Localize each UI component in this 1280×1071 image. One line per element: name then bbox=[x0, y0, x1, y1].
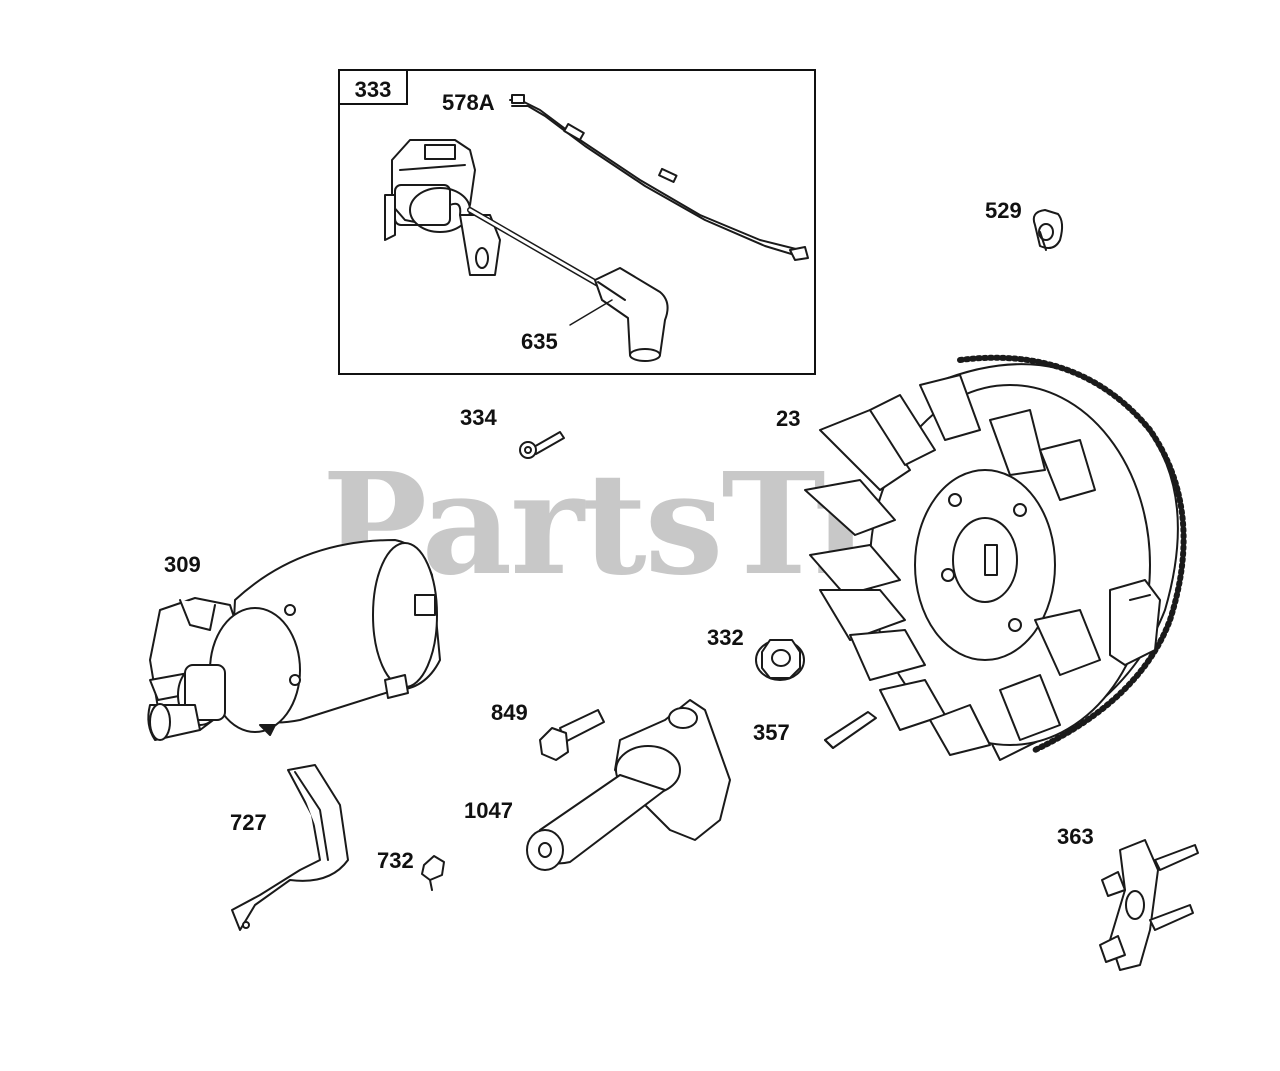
bolt-icon[interactable] bbox=[539, 709, 605, 761]
callout-635[interactable]: 635 bbox=[521, 329, 558, 354]
mounting-bracket-bolts-icon[interactable] bbox=[1099, 839, 1199, 971]
callout-578A[interactable]: 578A bbox=[442, 90, 495, 115]
callout-332[interactable]: 332 bbox=[707, 625, 744, 650]
ignition-armature-icon[interactable] bbox=[384, 139, 501, 276]
callout-727[interactable]: 727 bbox=[230, 810, 267, 835]
callout-849[interactable]: 849 bbox=[491, 700, 528, 725]
spark-plug-boot-icon[interactable] bbox=[594, 267, 669, 362]
callout-333[interactable]: 333 bbox=[354, 77, 392, 102]
callout-309[interactable]: 309 bbox=[164, 552, 201, 577]
flywheel-icon[interactable] bbox=[804, 354, 1187, 761]
callout-363[interactable]: 363 bbox=[1057, 824, 1094, 849]
kit-inset-frame bbox=[338, 69, 816, 375]
nut-icon[interactable] bbox=[421, 855, 445, 891]
callout-732[interactable]: 732 bbox=[377, 848, 414, 873]
flange-nut-icon[interactable] bbox=[755, 639, 805, 681]
kit-inset-tag: 333 bbox=[338, 69, 408, 105]
bracket-icon[interactable] bbox=[231, 764, 349, 931]
grommet-icon[interactable] bbox=[1032, 209, 1064, 251]
starter-motor-icon[interactable] bbox=[147, 539, 441, 741]
callout-23[interactable]: 23 bbox=[776, 406, 801, 431]
starter-clutch-icon[interactable] bbox=[526, 699, 731, 871]
callout-529[interactable]: 529 bbox=[985, 198, 1022, 223]
callout-1047[interactable]: 1047 bbox=[464, 798, 513, 823]
flywheel-key-icon[interactable] bbox=[824, 711, 877, 749]
callout-334[interactable]: 334 bbox=[460, 405, 497, 430]
spark-plug-lead-icon[interactable] bbox=[467, 207, 608, 291]
wire-harness-icon[interactable] bbox=[509, 94, 809, 261]
callout-357[interactable]: 357 bbox=[753, 720, 790, 745]
screw-icon[interactable] bbox=[519, 431, 565, 459]
